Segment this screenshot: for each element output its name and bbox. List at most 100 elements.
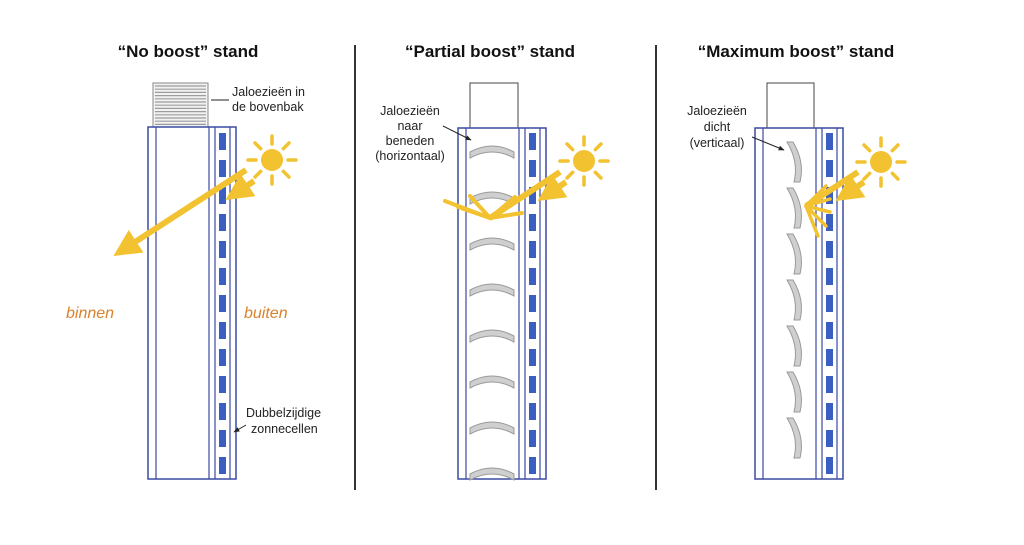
annotation-blinds-line1: Jaloezieën xyxy=(380,104,440,118)
panel-title-maximum-boost: “Maximum boost” stand xyxy=(698,42,894,61)
solar-cell xyxy=(529,376,536,393)
sun-ray xyxy=(890,171,900,181)
blinds-top-box xyxy=(766,82,815,129)
blind-slat xyxy=(786,417,802,459)
blind-slat xyxy=(469,237,515,251)
solar-cell xyxy=(219,349,226,366)
solar-cell xyxy=(219,133,226,150)
sun-ray xyxy=(890,143,900,153)
solar-cell xyxy=(529,133,536,150)
panel-no-boost: Jaloezieën in de bovenbak Dubbelzijdige … xyxy=(66,82,321,480)
annotation-blinds-line4: (horizontaal) xyxy=(375,149,444,163)
solar-cell xyxy=(219,403,226,420)
annotation-blinds-top-line2: de bovenbak xyxy=(232,100,304,114)
solar-cell xyxy=(529,403,536,420)
sun-disc xyxy=(870,151,892,173)
sun-ray xyxy=(281,169,291,179)
solar-cell xyxy=(529,295,536,312)
sun-ray xyxy=(593,170,603,180)
solar-cell xyxy=(219,457,226,474)
sun-ray xyxy=(253,169,263,179)
sunlight-ray-through xyxy=(113,167,248,256)
solar-cell xyxy=(219,214,226,231)
blind-slat xyxy=(786,187,802,229)
solar-cell xyxy=(826,457,833,474)
solar-cell xyxy=(529,268,536,285)
solar-cell xyxy=(826,241,833,258)
blinds-top-box xyxy=(469,82,519,129)
annotation-cells-line2: zonnecellen xyxy=(251,422,318,436)
sun-icon xyxy=(855,136,907,188)
window-frame xyxy=(457,127,547,480)
solar-cell xyxy=(219,295,226,312)
window-frame xyxy=(147,126,237,480)
sunlight-ray-cell xyxy=(835,174,866,201)
reflected-rays xyxy=(443,194,524,220)
panel-maximum-boost: Jaloezieën dicht (verticaal) xyxy=(687,82,907,480)
annotation-cells-line1: Dubbelzijdige xyxy=(246,406,321,420)
solar-cell xyxy=(529,241,536,258)
solar-cell xyxy=(826,268,833,285)
solar-cell xyxy=(529,349,536,366)
blind-slat xyxy=(786,233,802,275)
solar-cell xyxy=(529,322,536,339)
sun-icon xyxy=(558,135,610,187)
solar-cell xyxy=(529,160,536,177)
sun-icon xyxy=(246,134,298,186)
sun-ray xyxy=(281,141,291,151)
solar-cell xyxy=(826,349,833,366)
solar-cell xyxy=(826,430,833,447)
solar-cell xyxy=(826,160,833,177)
bifacial-solar-cells xyxy=(826,133,833,474)
blind-slat xyxy=(469,329,515,343)
sun-ray xyxy=(253,141,263,151)
blind-slat xyxy=(469,421,515,435)
solar-cell xyxy=(219,160,226,177)
solar-cell xyxy=(826,187,833,204)
solar-cell xyxy=(219,322,226,339)
solar-cell xyxy=(529,457,536,474)
blind-slat xyxy=(786,141,802,183)
panel-title-no-boost: “No boost” stand xyxy=(118,42,259,61)
annotation-blinds-line1: Jaloezieën xyxy=(687,104,747,118)
solar-cell xyxy=(219,187,226,204)
solar-cell xyxy=(529,187,536,204)
vertical-blinds xyxy=(786,141,802,459)
horizontal-blinds xyxy=(469,145,515,481)
annotation-blinds-top-line1: Jaloezieën in xyxy=(232,85,305,99)
blind-slat xyxy=(786,279,802,321)
panel-partial-boost: Jaloezieën naar beneden (horizontaal) xyxy=(375,82,610,481)
panel-title-partial-boost: “Partial boost” stand xyxy=(405,42,575,61)
blind-slat xyxy=(469,467,515,481)
label-outside: buiten xyxy=(244,305,288,322)
sun-disc xyxy=(261,149,283,171)
annotation-pointer xyxy=(751,136,785,151)
sunlight-ray-cell xyxy=(537,174,568,201)
blind-slat xyxy=(469,283,515,297)
annotation-blinds-line2: naar xyxy=(397,119,422,133)
blind-slat xyxy=(786,371,802,413)
solar-cell xyxy=(529,214,536,231)
solar-cell xyxy=(826,214,833,231)
blinds-top-box xyxy=(152,82,209,128)
solar-cell xyxy=(826,403,833,420)
annotation-blinds-line2: dicht xyxy=(704,120,731,134)
bifacial-solar-cells xyxy=(529,133,536,474)
blind-slat xyxy=(469,145,515,159)
solar-cell xyxy=(826,376,833,393)
solar-cell xyxy=(219,268,226,285)
sunlight-ray-cell xyxy=(225,173,256,200)
solar-cell xyxy=(219,241,226,258)
sun-ray xyxy=(565,142,575,152)
annotation-blinds-line3: (verticaal) xyxy=(690,136,745,150)
bifacial-solar-cells xyxy=(219,133,226,474)
solar-cell xyxy=(826,295,833,312)
annotation-blinds-line3: beneden xyxy=(386,134,435,148)
solar-cell xyxy=(219,430,226,447)
sun-ray xyxy=(593,142,603,152)
sun-ray xyxy=(862,171,872,181)
reflected-rays xyxy=(804,184,832,238)
blind-slat xyxy=(786,325,802,367)
blind-slat xyxy=(469,375,515,389)
